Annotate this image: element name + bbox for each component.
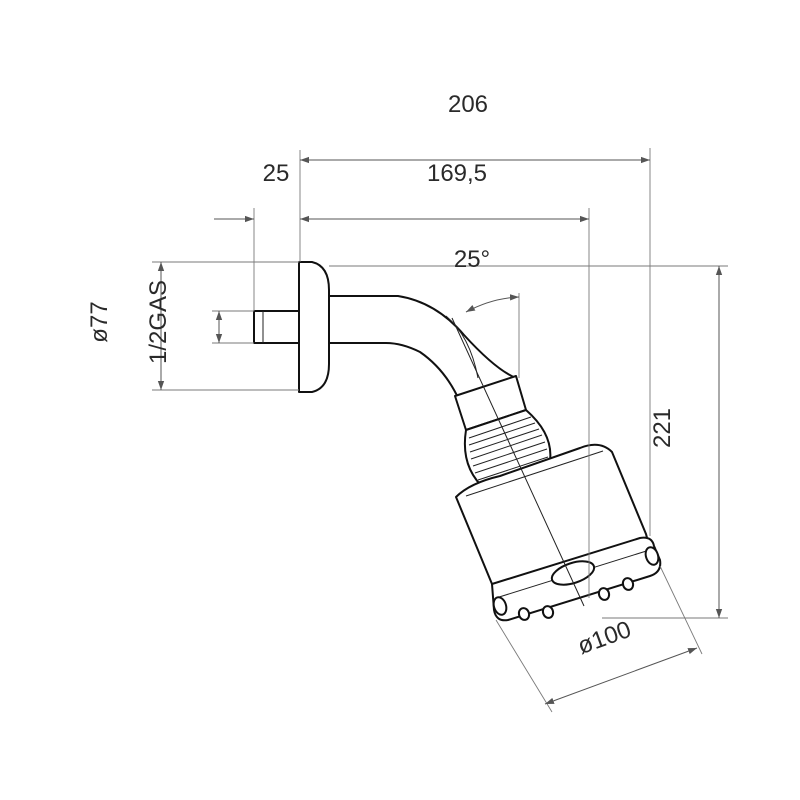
spray-selector [550,560,596,586]
dim-label-diameter-100: ø100 [574,616,635,660]
dim-label-diameter-77: ø77 [86,301,113,342]
dim-line-100 [544,647,698,705]
dim-label-206: 206 [448,91,488,118]
threaded-nipple [253,310,301,344]
dimension-lines [157,156,723,705]
wall-flange [298,261,330,393]
dim-label-169-5: 169,5 [427,160,487,187]
dim-label-25-deg: 25° [454,246,490,273]
shower-head-part [253,261,662,622]
dim-arc-25-deg [465,294,520,313]
nozzles [492,546,660,621]
dim-label-thread: 1/2GAS [145,280,172,364]
dim-label-25: 25 [263,160,290,187]
extension-lines [152,148,728,713]
thread-lines [468,416,549,487]
axis-line [451,317,585,607]
dim-label-221: 221 [649,408,676,448]
